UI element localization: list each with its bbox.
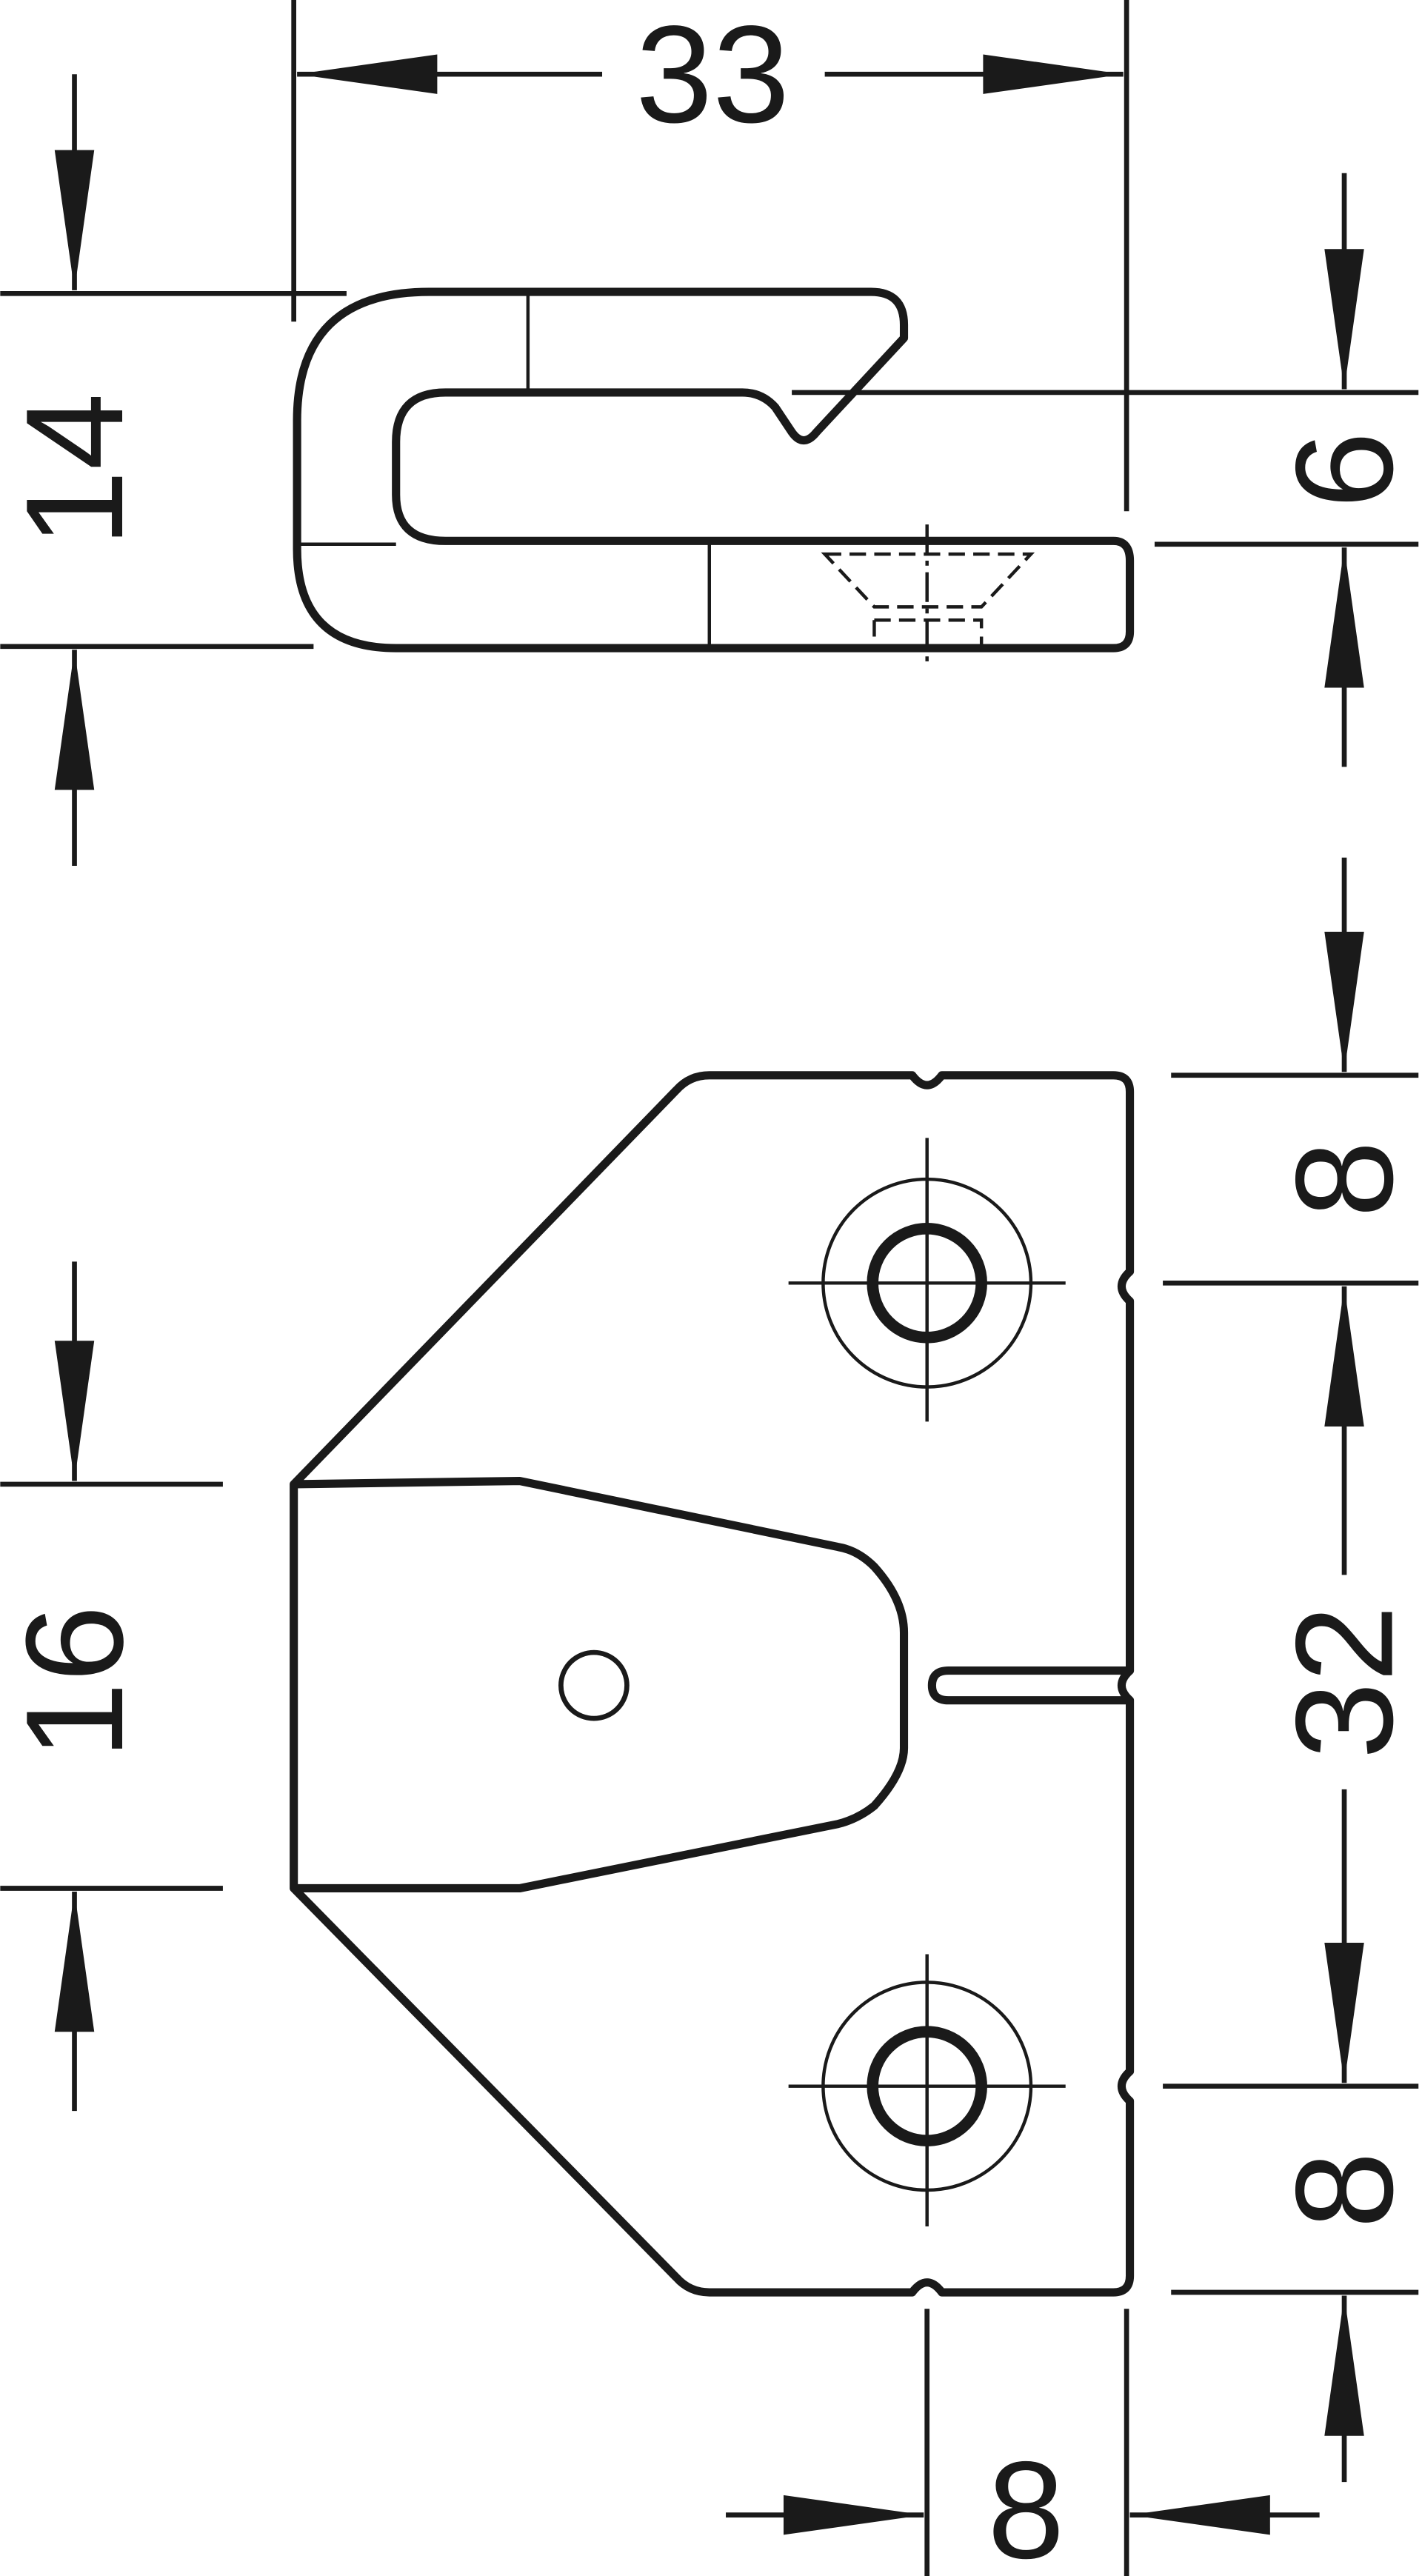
- side-view: [293, 287, 1135, 668]
- mounting-hole-top: [788, 1138, 1066, 1422]
- dimension-label-32: 32: [1267, 1605, 1422, 1759]
- dimension-label-8-bottom: 8: [1267, 2152, 1422, 2229]
- dimension-label-16: 16: [0, 1605, 152, 1759]
- dimension-label-33: 33: [635, 0, 790, 152]
- dimension-hole-edge: 8: [726, 2309, 1320, 2576]
- dimension-tongue-height: 16: [0, 1261, 223, 2112]
- dimension-label-8-horizontal: 8: [987, 2432, 1064, 2576]
- dimension-side-height: 14: [0, 74, 347, 866]
- plate-view: [290, 1071, 1135, 2297]
- tongue-outline: [293, 1476, 909, 1893]
- side-view-outline: [293, 287, 1135, 653]
- dimension-slot-depth: 6: [792, 173, 1422, 767]
- center-slot: [927, 1666, 1130, 1705]
- pin-hole: [558, 1649, 630, 1721]
- dimension-label-14: 14: [0, 393, 152, 547]
- dimension-overall-width: 33: [291, 0, 1129, 512]
- dimension-label-6: 6: [1267, 432, 1422, 509]
- dimension-label-8-top: 8: [1267, 1141, 1422, 1218]
- screw-hidden-lines: [821, 524, 1035, 668]
- mounting-hole-bottom: [788, 1954, 1066, 2226]
- dimension-hole-chain: 8 32 8: [1163, 857, 1422, 2483]
- plate-outline: [290, 1071, 1135, 2297]
